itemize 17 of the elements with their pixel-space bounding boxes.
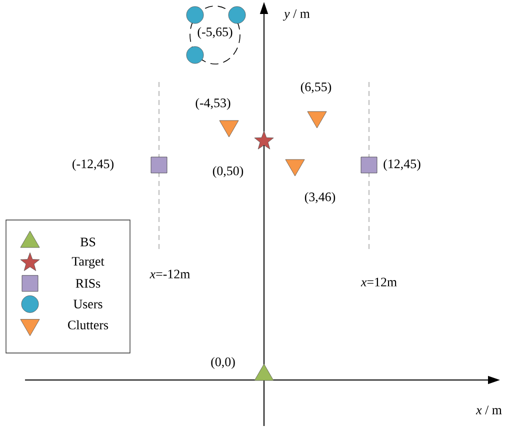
coordinate-label: (6,55) [300, 82, 332, 94]
legend-text: Users [74, 300, 102, 308]
line-label: x=-12m [150, 270, 190, 278]
coordinate-label: (-5,65) [198, 27, 232, 39]
line-label: x=12m [360, 278, 397, 286]
coordinate-label: (-4,53) [196, 98, 230, 110]
legend-text: RISs [76, 279, 100, 288]
legend-text: Clutters [68, 320, 108, 330]
coordinate-label: (-12,45) [72, 159, 114, 171]
coordinate-label: (12,45) [384, 159, 420, 171]
coordinate-label: (0,50) [212, 166, 244, 178]
coordinate-label: (3,46) [304, 192, 336, 204]
axis-label: y / m [282, 9, 310, 21]
legend-text: Target [72, 257, 104, 268]
axis-label: x / m [476, 406, 502, 414]
legend-text: BS [80, 238, 96, 246]
coordinate-label: (0,0) [211, 357, 235, 369]
